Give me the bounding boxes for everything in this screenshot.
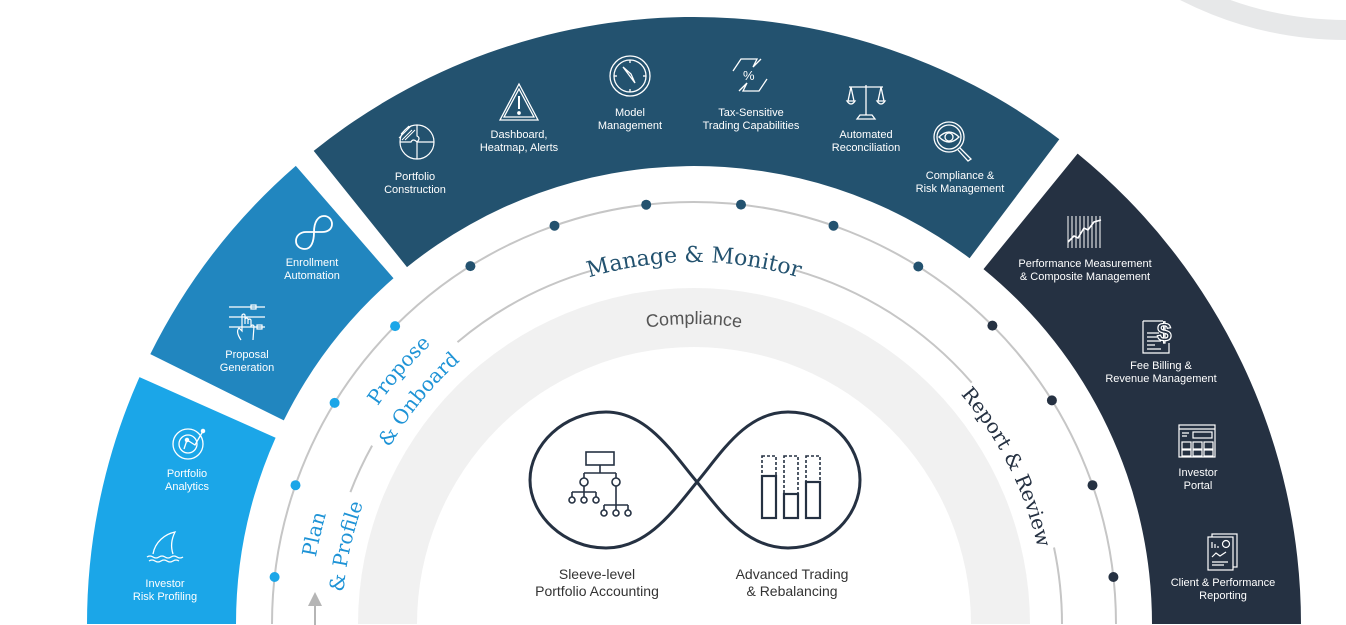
- label-line: & Rebalancing: [746, 583, 838, 599]
- shark-fin-icon: [145, 530, 185, 566]
- loop-icon: [294, 212, 334, 252]
- milestone-dot: [1087, 480, 1098, 491]
- ring-line: [1053, 547, 1064, 625]
- label-line: Reporting: [1199, 589, 1247, 602]
- milestone-dot: [329, 397, 340, 408]
- label-line: Reconciliation: [831, 141, 901, 154]
- milestone-dot: [549, 220, 560, 231]
- label-line: Revenue Management: [1105, 372, 1217, 385]
- milestone-dot: [987, 320, 998, 331]
- label-line: Risk Profiling: [132, 590, 198, 603]
- label-line: Performance Measurement: [1018, 258, 1152, 270]
- label-line: Enrollment: [285, 257, 339, 269]
- milestone-dot: [828, 220, 839, 231]
- label-line: Analytics: [164, 480, 210, 493]
- hand-slider-icon: [227, 304, 267, 342]
- label-line: Client & Performance: [1170, 577, 1276, 589]
- label-line: Sleeve-level: [558, 566, 636, 582]
- label-line: Proposal: [225, 349, 269, 361]
- segment-plan-profile[interactable]: [87, 377, 276, 624]
- puzzle-globe-icon: [393, 118, 437, 162]
- label-line: Management: [597, 119, 663, 132]
- label-line: Trading Capabilities: [702, 119, 800, 132]
- infinity-loop: [528, 410, 862, 550]
- bar-chart-icon: [760, 455, 822, 520]
- stage-title-plan-line1: Plan: [297, 509, 331, 559]
- label-line: Portfolio Accounting: [535, 583, 659, 599]
- label-line: Risk Management: [915, 182, 1005, 195]
- item-fee-billing[interactable]: Fee Billing &Revenue Management: [1105, 360, 1216, 385]
- report-document-icon: [1206, 533, 1238, 571]
- web-portal-icon: [1178, 424, 1216, 458]
- ring-line: [349, 445, 373, 493]
- label-line: Heatmap, Alerts: [479, 141, 559, 154]
- milestone-dot: [390, 321, 401, 332]
- line-chart-icon: [1066, 214, 1104, 250]
- label-line: Dashboard,: [490, 129, 548, 141]
- item-compliance-risk-management[interactable]: Compliance &Risk Management: [916, 170, 1005, 195]
- start-arrow-icon: [308, 592, 322, 625]
- label-line: Tax-Sensitive: [718, 107, 784, 119]
- org-chart-icon: [568, 451, 632, 517]
- stage-title-manage: Manage & Monitor: [584, 243, 805, 283]
- label-line: Model: [615, 107, 645, 119]
- label-line: Fee Billing &: [1130, 360, 1192, 372]
- label-line: Construction: [384, 183, 446, 196]
- label-line: Compliance &: [925, 170, 995, 182]
- label-line: Investor: [145, 578, 185, 590]
- label-line: Automation: [284, 269, 340, 282]
- svg-text:%: %: [743, 68, 755, 83]
- warning-triangle-icon: [498, 82, 540, 122]
- label-line: Generation: [219, 361, 275, 374]
- ring-lines: [271, 201, 1117, 625]
- dollar-invoice-icon: $: [1141, 313, 1179, 355]
- milestone-dot: [465, 261, 476, 272]
- analytics-wheel-icon: [170, 423, 210, 463]
- label-line: Portal: [1183, 479, 1213, 492]
- label-line: Automated: [839, 129, 893, 141]
- milestone-dot: [290, 480, 301, 491]
- milestone-dot: [736, 199, 746, 210]
- milestone-dot: [1108, 572, 1119, 582]
- compliance-label: Compliance: [645, 308, 744, 332]
- label-line: & Composite Management: [1019, 270, 1151, 283]
- compass-icon: [608, 54, 652, 98]
- ring-dots: [269, 199, 1119, 582]
- decorative-corner-arc: [1180, 0, 1346, 40]
- milestone-dot: [269, 572, 280, 582]
- center-item-trading-rebalancing[interactable]: Advanced Trading& Rebalancing: [736, 566, 849, 600]
- svg-text:$: $: [1157, 317, 1172, 347]
- milestone-dot: [1046, 395, 1057, 406]
- milestone-dot: [913, 261, 924, 272]
- label-line: Investor: [1178, 467, 1218, 479]
- ring-line: [456, 269, 593, 343]
- item-performance-measurement[interactable]: Performance Measurement& Composite Manag…: [1018, 258, 1151, 283]
- percent-arrows-icon: %: [729, 53, 771, 97]
- label-line: Portfolio: [394, 171, 436, 183]
- item-dashboard-heatmap-alerts[interactable]: Dashboard,Heatmap, Alerts: [480, 129, 558, 154]
- segment-propose-onboard[interactable]: [150, 165, 394, 421]
- milestone-dot: [641, 199, 652, 210]
- segment-report-review[interactable]: [983, 153, 1302, 624]
- label-line: Portfolio: [166, 468, 208, 480]
- ring-line: [271, 201, 1117, 625]
- segment-manage-monitor[interactable]: [313, 16, 1060, 268]
- ring-line: [795, 269, 973, 384]
- compliance-band: [358, 288, 1030, 624]
- label-line: Advanced Trading: [735, 566, 849, 582]
- scales-icon: [845, 83, 887, 121]
- eye-magnifier-icon: [931, 119, 975, 163]
